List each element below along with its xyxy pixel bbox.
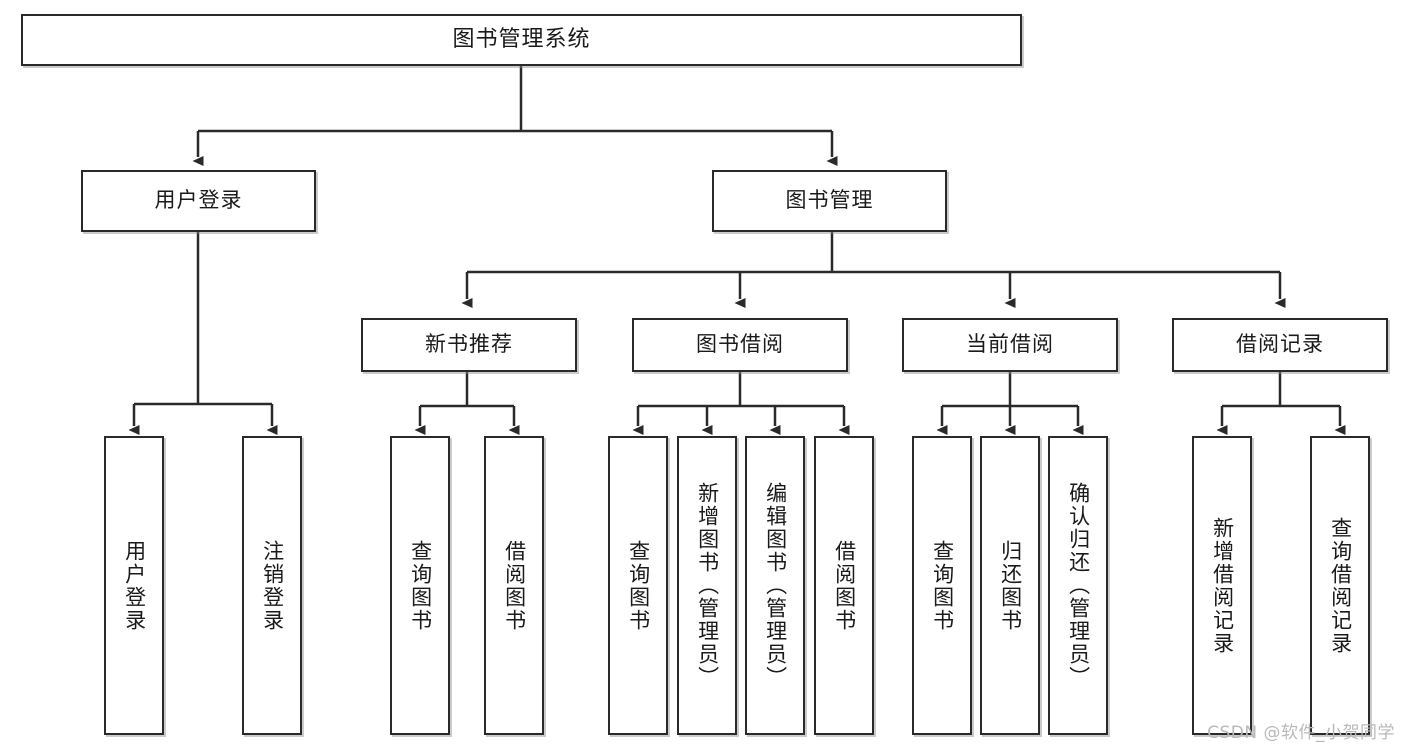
node-leaf-query-book-1-label: 查询图书 <box>408 539 433 632</box>
node-current-borrow[interactable]: 当前借阅 <box>902 318 1118 372</box>
node-leaf-query-book-1[interactable]: 查询图书 <box>390 436 450 735</box>
node-user-login[interactable]: 用户登录 <box>81 170 316 232</box>
node-leaf-user-login[interactable]: 用户登录 <box>104 436 164 735</box>
node-leaf-edit-book[interactable]: 编辑图书（管理员） <box>745 436 805 735</box>
node-leaf-user-login-label: 用户登录 <box>122 539 147 632</box>
node-leaf-add-record[interactable]: 新增借阅记录 <box>1192 436 1252 735</box>
node-borrow-record[interactable]: 借阅记录 <box>1172 318 1388 372</box>
node-leaf-add-book[interactable]: 新增图书（管理员） <box>677 436 737 735</box>
node-borrow-record-label: 借阅记录 <box>1236 332 1324 357</box>
node-leaf-add-record-label: 新增借阅记录 <box>1210 516 1235 655</box>
node-leaf-confirm-return-label: 确认归还（管理员） <box>1066 482 1091 689</box>
node-new-book-recommend[interactable]: 新书推荐 <box>361 318 577 372</box>
node-leaf-confirm-return[interactable]: 确认归还（管理员） <box>1048 436 1108 735</box>
node-root-label: 图书管理系统 <box>452 26 591 52</box>
node-leaf-borrow-book-2-label: 借阅图书 <box>832 539 857 632</box>
node-leaf-return-book-label: 归还图书 <box>998 539 1023 632</box>
node-leaf-borrow-book-2[interactable]: 借阅图书 <box>814 436 874 735</box>
node-new-book-recommend-label: 新书推荐 <box>425 332 513 357</box>
node-leaf-query-record[interactable]: 查询借阅记录 <box>1310 436 1370 735</box>
csdn-watermark: CSDN @软件_小贺同学 <box>1207 723 1395 743</box>
node-book-manage[interactable]: 图书管理 <box>712 170 947 232</box>
node-current-borrow-label: 当前借阅 <box>966 332 1054 357</box>
node-book-borrow[interactable]: 图书借阅 <box>632 318 848 372</box>
node-leaf-borrow-book-1[interactable]: 借阅图书 <box>484 436 544 735</box>
node-leaf-return-book[interactable]: 归还图书 <box>980 436 1040 735</box>
node-leaf-query-book-2-label: 查询图书 <box>626 539 651 632</box>
node-leaf-edit-book-label: 编辑图书（管理员） <box>763 482 788 689</box>
node-leaf-query-book-3[interactable]: 查询图书 <box>912 436 972 735</box>
node-leaf-logout-login[interactable]: 注销登录 <box>242 436 302 735</box>
node-leaf-query-record-label: 查询借阅记录 <box>1328 516 1353 655</box>
node-root[interactable]: 图书管理系统 <box>21 14 1022 66</box>
node-leaf-logout-login-label: 注销登录 <box>260 539 285 632</box>
node-book-manage-label: 图书管理 <box>785 188 874 213</box>
node-leaf-query-book-3-label: 查询图书 <box>930 539 955 632</box>
node-leaf-add-book-label: 新增图书（管理员） <box>695 482 720 689</box>
node-leaf-borrow-book-1-label: 借阅图书 <box>502 539 527 632</box>
node-book-borrow-label: 图书借阅 <box>696 332 784 357</box>
node-leaf-query-book-2[interactable]: 查询图书 <box>608 436 668 735</box>
node-user-login-label: 用户登录 <box>154 188 243 213</box>
